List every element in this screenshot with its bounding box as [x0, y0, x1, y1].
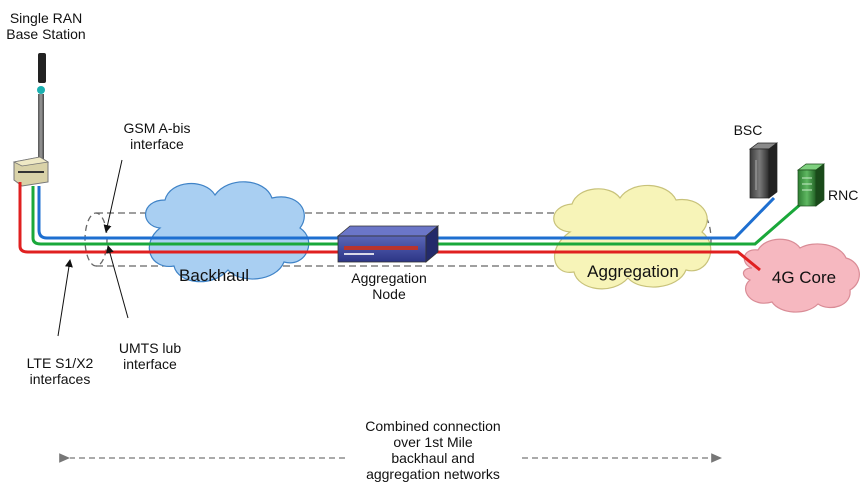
gsm-callout-line [103, 159, 123, 233]
gsm-abis-link [37, 186, 776, 240]
core-cloud [742, 238, 860, 313]
core-label: 4G Core [771, 268, 837, 287]
bsc-label: BSC [733, 122, 763, 138]
rnc-cabinet-icon [796, 163, 826, 207]
backhaul-label: Backhaul [179, 266, 249, 285]
lte-s1x2-link [18, 182, 761, 272]
bsc-cabinet-icon [748, 142, 779, 199]
aggregation-label: Aggregation [587, 262, 679, 281]
base-station-icon [12, 53, 50, 187]
aggregation-node-icon [336, 225, 440, 263]
lte-callout-line [57, 259, 73, 337]
umts-callout-line [106, 245, 129, 319]
rnc-label: RNC [828, 187, 859, 203]
umts-iub-link [31, 186, 811, 246]
backhaul-cloud [145, 181, 310, 283]
combined-connection-label: Combined connection over 1st Mile backha… [365, 418, 501, 482]
